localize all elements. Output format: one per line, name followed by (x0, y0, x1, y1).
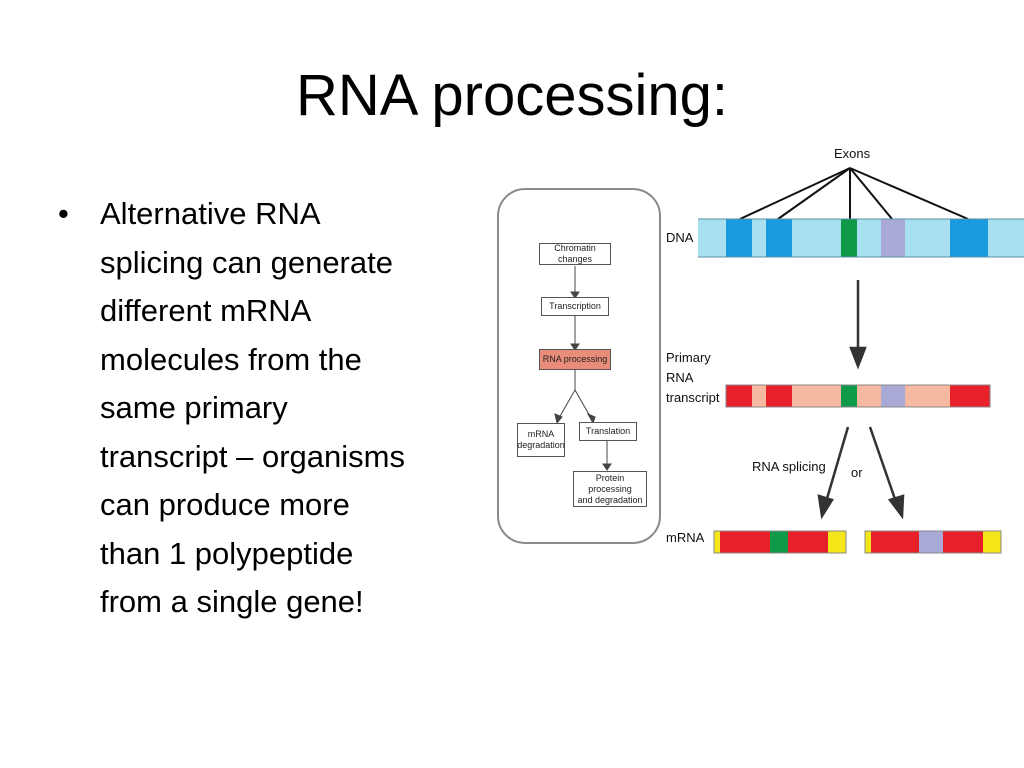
transcript-exon-4 (881, 385, 905, 407)
bullet-line: same primary (100, 390, 288, 425)
dna-exon-4 (881, 219, 905, 257)
transcript-exon-5 (950, 385, 990, 407)
dna-label: DNA (666, 230, 694, 245)
slide-title: RNA processing: (296, 63, 728, 128)
exon-pointer-lines (739, 167, 969, 220)
translation-box: Translation (579, 422, 637, 441)
alternative-splicing-diagram: Exons DNA Primary RNA transcript RNA spl (666, 146, 1024, 554)
transcript-exon-3 (841, 385, 857, 407)
bullet-line: can produce more (100, 487, 350, 522)
dna-exon-2 (766, 219, 792, 257)
dna-exon-5 (950, 219, 988, 257)
primary-label-3: transcript (666, 390, 720, 405)
primary-label-2: RNA (666, 370, 694, 385)
mrna-degradation-line2: degradation (517, 440, 565, 450)
mrna-product-1 (713, 530, 847, 554)
protein-processing-line2: and degradation (577, 494, 643, 505)
mrna-degradation-line1: mRNA (527, 429, 555, 439)
rna-processing-box: RNA processing (539, 349, 611, 370)
bullet-text: Alternative RNA splicing can generate di… (100, 190, 520, 627)
chromatin-changes-box: Chromatin changes (539, 243, 611, 265)
or-label: or (851, 465, 863, 480)
exons-label: Exons (834, 146, 871, 161)
flowchart-arrows (554, 266, 612, 471)
transcript-exon-2 (766, 385, 792, 407)
transcript-exon-1 (726, 385, 752, 407)
bullet-line: molecules from the (100, 341, 362, 377)
rna-splicing-label: RNA splicing (752, 459, 826, 474)
primary-transcript (725, 384, 991, 408)
protein-processing-box: Protein processing and degradation (573, 471, 647, 507)
bullet-marker: • (58, 196, 69, 231)
bullet-line: splicing can generate (100, 244, 393, 280)
bullet-line: from a single gene! (100, 584, 364, 619)
dna-strand (698, 218, 1024, 258)
protein-processing-line1: Protein processing (588, 472, 632, 494)
transcription-arrow (849, 280, 867, 370)
gene-regulation-flowchart: Chromatin changes Transcription RNA proc… (497, 188, 661, 544)
bullet-line: different mRNA (100, 293, 312, 328)
dna-exon-1 (726, 219, 752, 257)
transcription-box: Transcription (541, 297, 609, 316)
mrna-product-2 (864, 530, 1002, 554)
bullet-line: transcript – organisms (100, 438, 405, 474)
mrna-degradation-box: mRNA degradation (517, 423, 565, 457)
primary-label-1: Primary (666, 350, 711, 365)
bullet-line: than 1 polypeptide (100, 535, 354, 571)
dna-exon-3 (841, 219, 857, 257)
splicing-arrows (817, 426, 905, 520)
mrna-label: mRNA (666, 530, 705, 545)
bullet-line: Alternative RNA (100, 196, 321, 231)
